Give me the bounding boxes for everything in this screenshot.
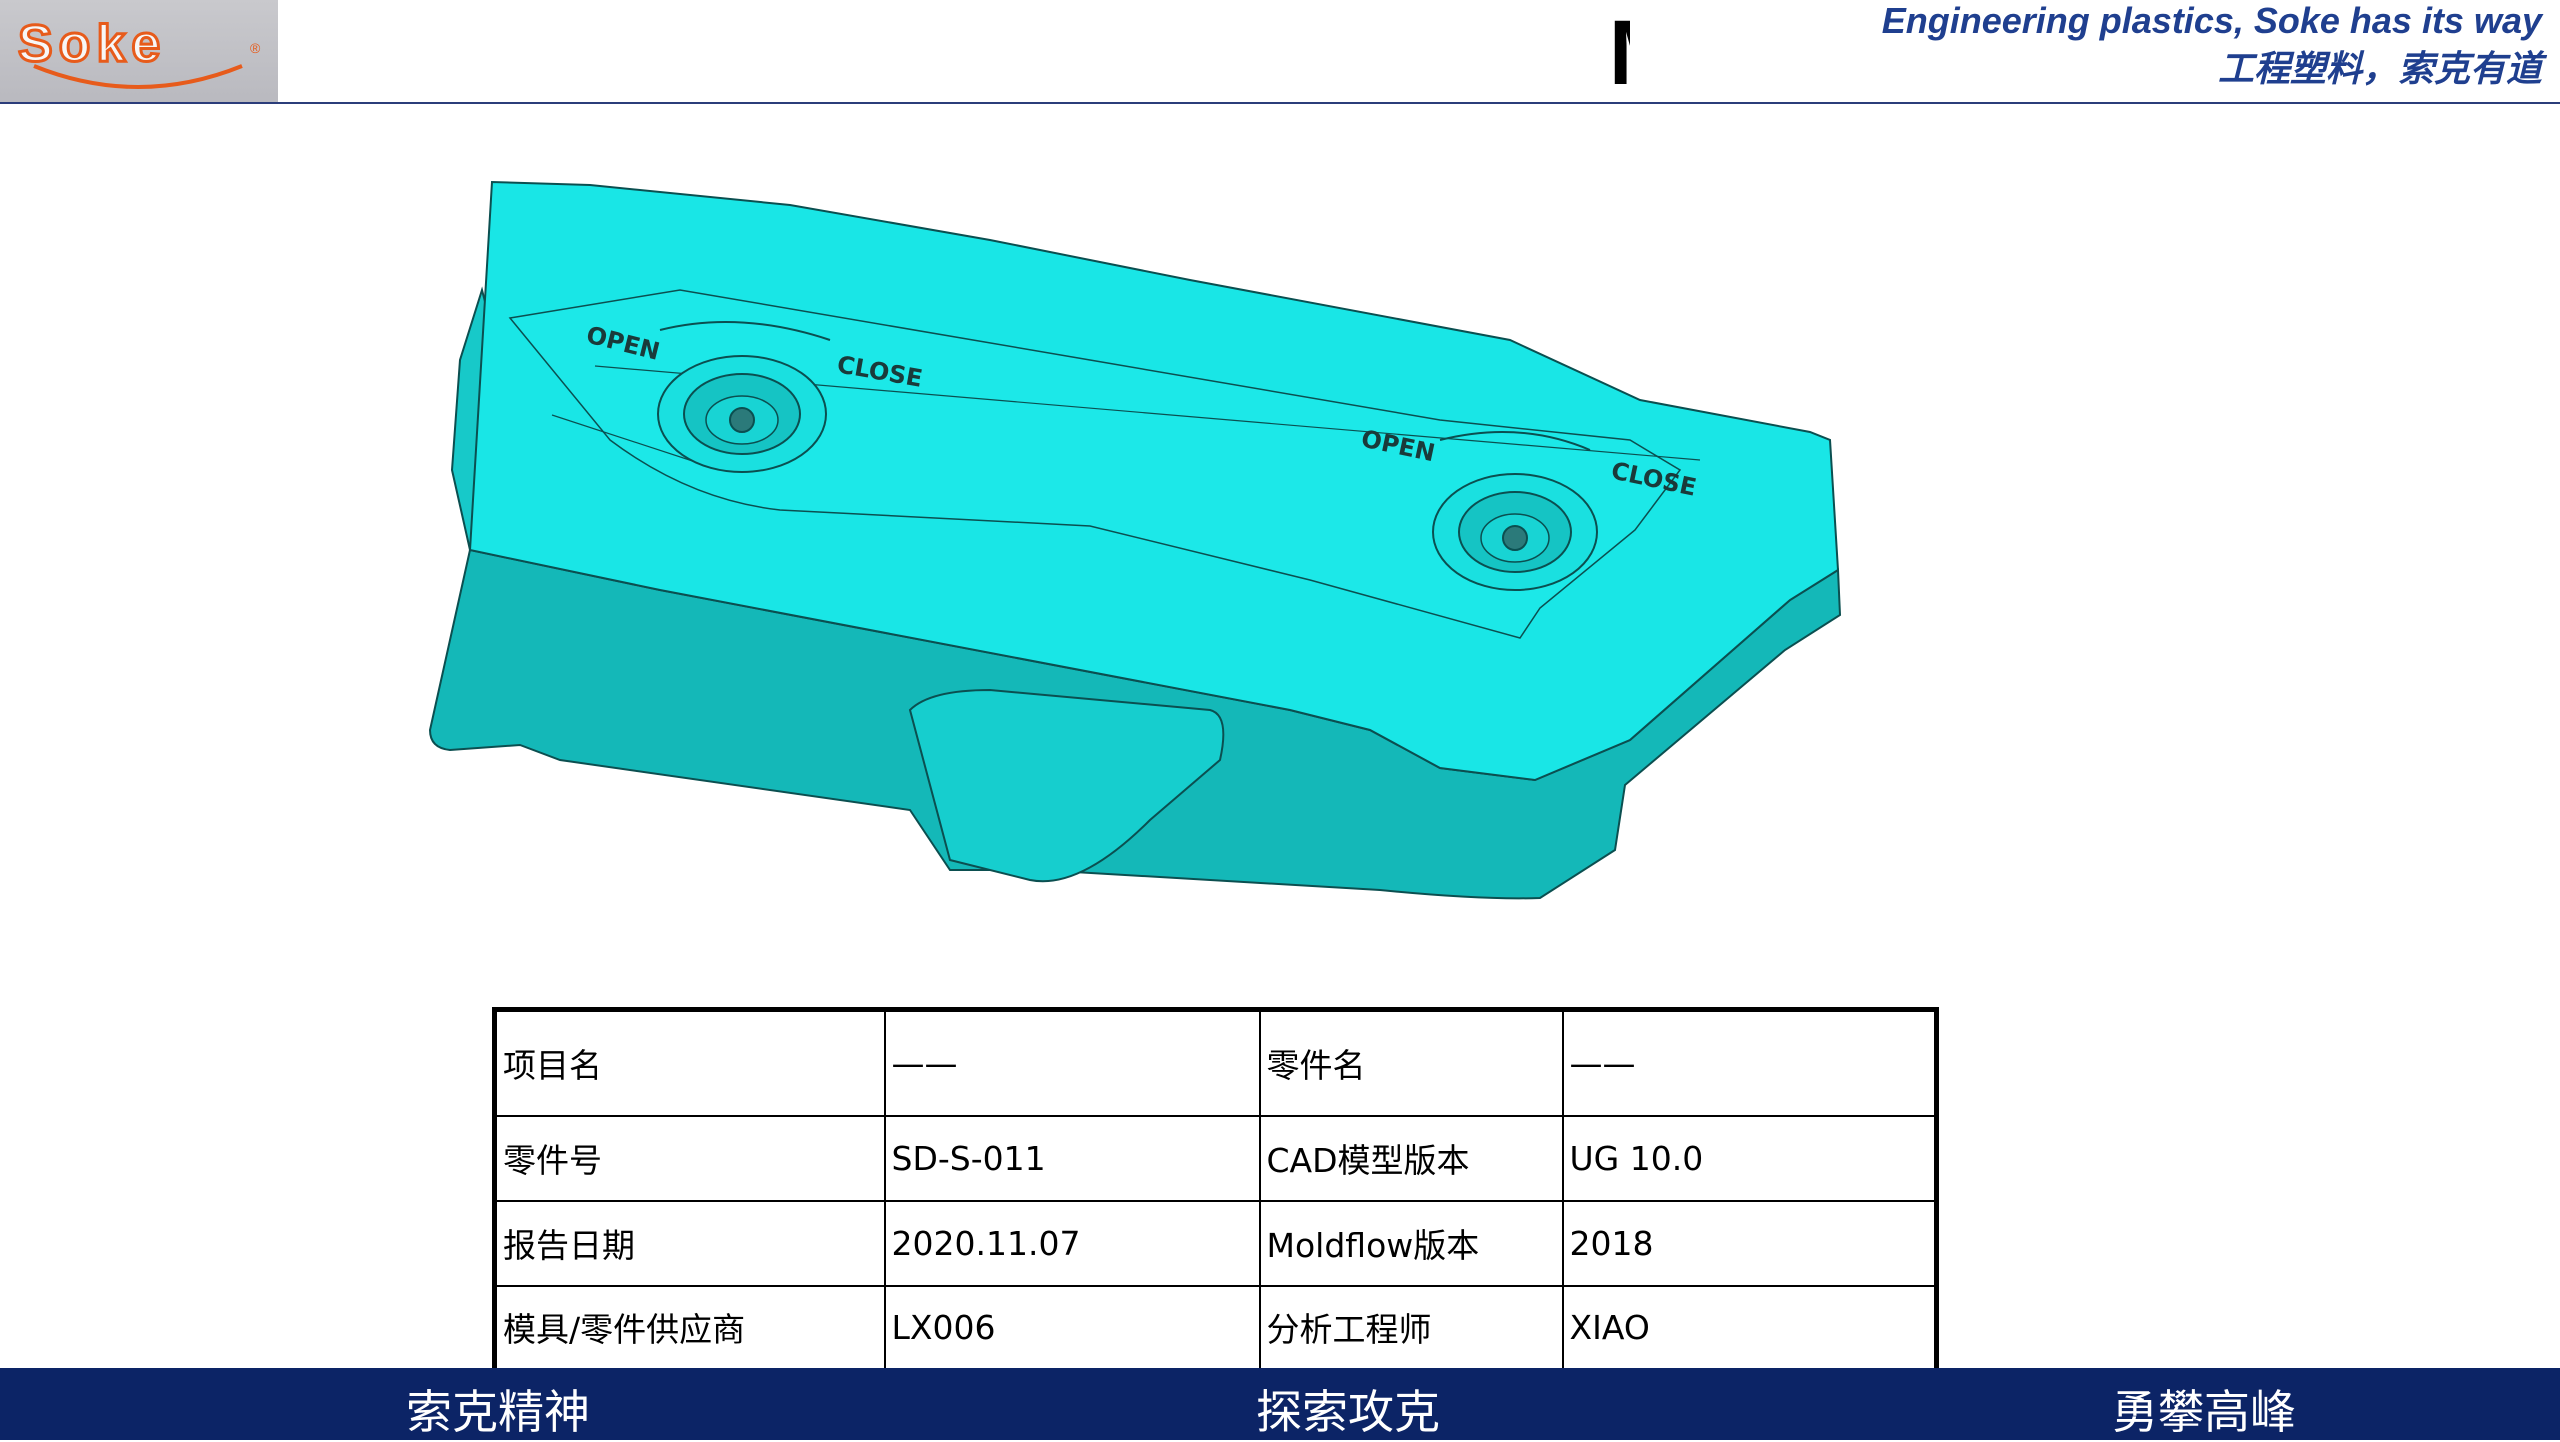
cell-label: 零件号 [493,1114,886,1202]
page-title: Mold flow analysis report [1600,4,1630,144]
cell-value: —— [1561,1008,1938,1117]
cell-value: —— [883,1008,1261,1117]
cell-value: SD-S-011 [883,1114,1261,1202]
title-area: Mold flow analysis report [800,0,1630,146]
cell-label: 报告日期 [493,1199,886,1287]
cell-value: XIAO [1561,1284,1938,1372]
model-front-tab [908,688,1225,883]
cell-label: 分析工程师 [1258,1284,1564,1372]
table-row: 项目名 —— 零件名 —— [493,1008,1938,1117]
logo-swoosh-icon [33,64,243,89]
left-knob-icon [657,355,827,473]
logo-text: Soke [16,15,167,73]
cell-value: 2020.11.07 [883,1199,1261,1287]
cell-label: Moldflow版本 [1258,1199,1564,1287]
header-divider [0,102,2560,104]
table-row: 模具/零件供应商 LX006 分析工程师 XIAO [493,1284,1938,1372]
table-row: 报告日期 2020.11.07 Moldflow版本 2018 [493,1199,1938,1287]
footer-bar: 索克精神 探索攻克 勇攀高峰 [0,1368,2560,1440]
report-info-table: 项目名 —— 零件名 —— 零件号 SD-S-011 CAD模型版本 UG 10… [492,1007,1939,1373]
cell-label: CAD模型版本 [1258,1114,1564,1202]
footer-slogan-2: 探索攻克 [1256,1385,1440,1439]
right-knob-icon [1432,473,1598,591]
registered-mark-icon: ® [250,40,261,56]
part-model-image: OPEN CLOSE OPEN CLOSE [428,180,1842,900]
cell-value: LX006 [883,1284,1261,1372]
cell-value: UG 10.0 [1561,1114,1938,1202]
soke-logo: Soke ® [0,0,278,104]
footer-slogan-3: 勇攀高峰 [2112,1385,2296,1439]
cell-label: 模具/零件供应商 [493,1284,886,1372]
table-row: 零件号 SD-S-011 CAD模型版本 UG 10.0 [493,1114,1938,1202]
cell-label: 项目名 [493,1008,886,1117]
cell-label: 零件名 [1258,1008,1564,1117]
cell-value: 2018 [1561,1199,1938,1287]
tagline-english: Engineering plastics, Soke has its way [1881,0,2542,41]
tagline-chinese: 工程塑料，索克有道 [2217,49,2542,90]
footer-slogan-1: 索克精神 [406,1385,590,1439]
